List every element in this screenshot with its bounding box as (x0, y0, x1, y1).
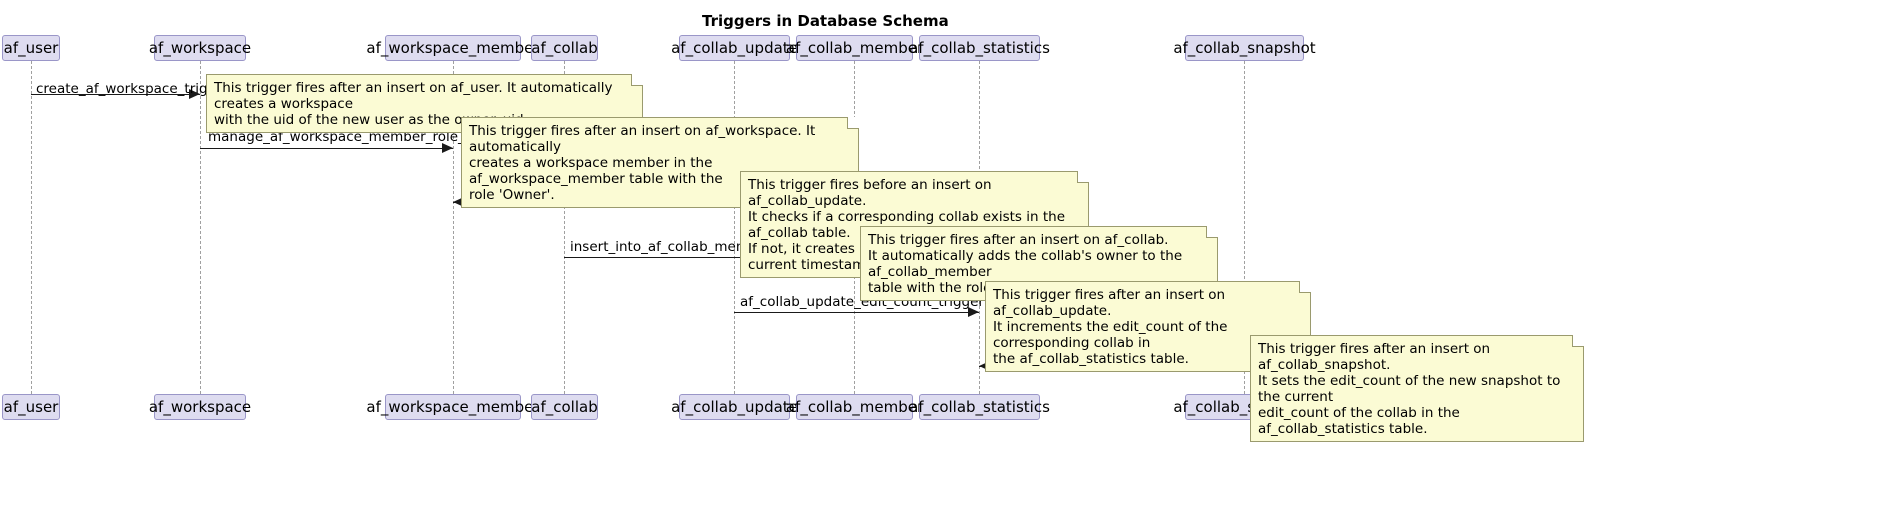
note-fold-corner-n4 (1206, 226, 1218, 238)
participant-bottom-af_collab_update[interactable]: af_collab_update (671, 394, 798, 420)
participant-top-af_collab_member[interactable]: af_collab_member (786, 35, 923, 61)
note-text-n2: This trigger fires after an insert on af… (469, 123, 816, 203)
lifeline-af_workspace_member (453, 61, 454, 394)
participant-top-af_collab_snapshot[interactable]: af_collab_snapshot (1173, 35, 1316, 61)
note-fold-corner-n1 (631, 74, 643, 86)
lifeline-af_collab (564, 61, 565, 394)
lifeline-af_collab_update (734, 61, 735, 394)
participant-top-af_collab[interactable]: af_collab (531, 35, 598, 61)
note-fold-corner-n6 (1572, 335, 1584, 347)
participant-bottom-af_workspace_member[interactable]: af_workspace_member (366, 394, 540, 420)
participant-top-af_collab_statistics[interactable]: af_collab_statistics (909, 35, 1050, 61)
message-label-m2: manage_af_workspace_member_role_trigger (208, 129, 511, 145)
note-n6: This trigger fires after an insert on af… (1250, 335, 1584, 442)
participant-bottom-af_collab_statistics[interactable]: af_collab_statistics (909, 394, 1050, 420)
lifeline-af_collab_snapshot (1244, 61, 1245, 394)
message-label-m1: create_af_workspace_trigger (36, 81, 230, 97)
participant-top-af_collab_update[interactable]: af_collab_update (671, 35, 798, 61)
participant-bottom-af_collab_member[interactable]: af_collab_member (786, 394, 923, 420)
note-fold-corner-n2 (847, 117, 859, 129)
lifeline-af_user (31, 61, 32, 394)
diagram-title: Triggers in Database Schema (702, 12, 949, 30)
note-text-n6: This trigger fires after an insert on af… (1258, 341, 1561, 437)
message-arrowhead-m1 (189, 89, 200, 99)
participant-top-af_workspace_member[interactable]: af_workspace_member (366, 35, 540, 61)
note-fold-corner-n3 (1077, 171, 1089, 183)
participant-bottom-af_collab[interactable]: af_collab (531, 394, 598, 420)
participant-bottom-af_workspace[interactable]: af_workspace (149, 394, 251, 420)
participant-bottom-af_user[interactable]: af_user (2, 394, 60, 420)
lifeline-af_workspace (200, 61, 201, 394)
message-line-m5 (734, 312, 979, 313)
message-line-m2 (200, 148, 453, 149)
participant-top-af_workspace[interactable]: af_workspace (149, 35, 251, 61)
note-text-n5: This trigger fires after an insert on af… (993, 287, 1228, 367)
message-arrowhead-m5 (968, 307, 979, 317)
message-arrowhead-m6 (979, 361, 990, 371)
message-arrowhead-m3 (453, 197, 464, 207)
participant-top-af_user[interactable]: af_user (2, 35, 60, 61)
message-arrowhead-m2 (442, 143, 453, 153)
message-line-m4 (564, 257, 854, 258)
note-fold-corner-n5 (1299, 281, 1311, 293)
message-line-m1 (31, 94, 200, 95)
